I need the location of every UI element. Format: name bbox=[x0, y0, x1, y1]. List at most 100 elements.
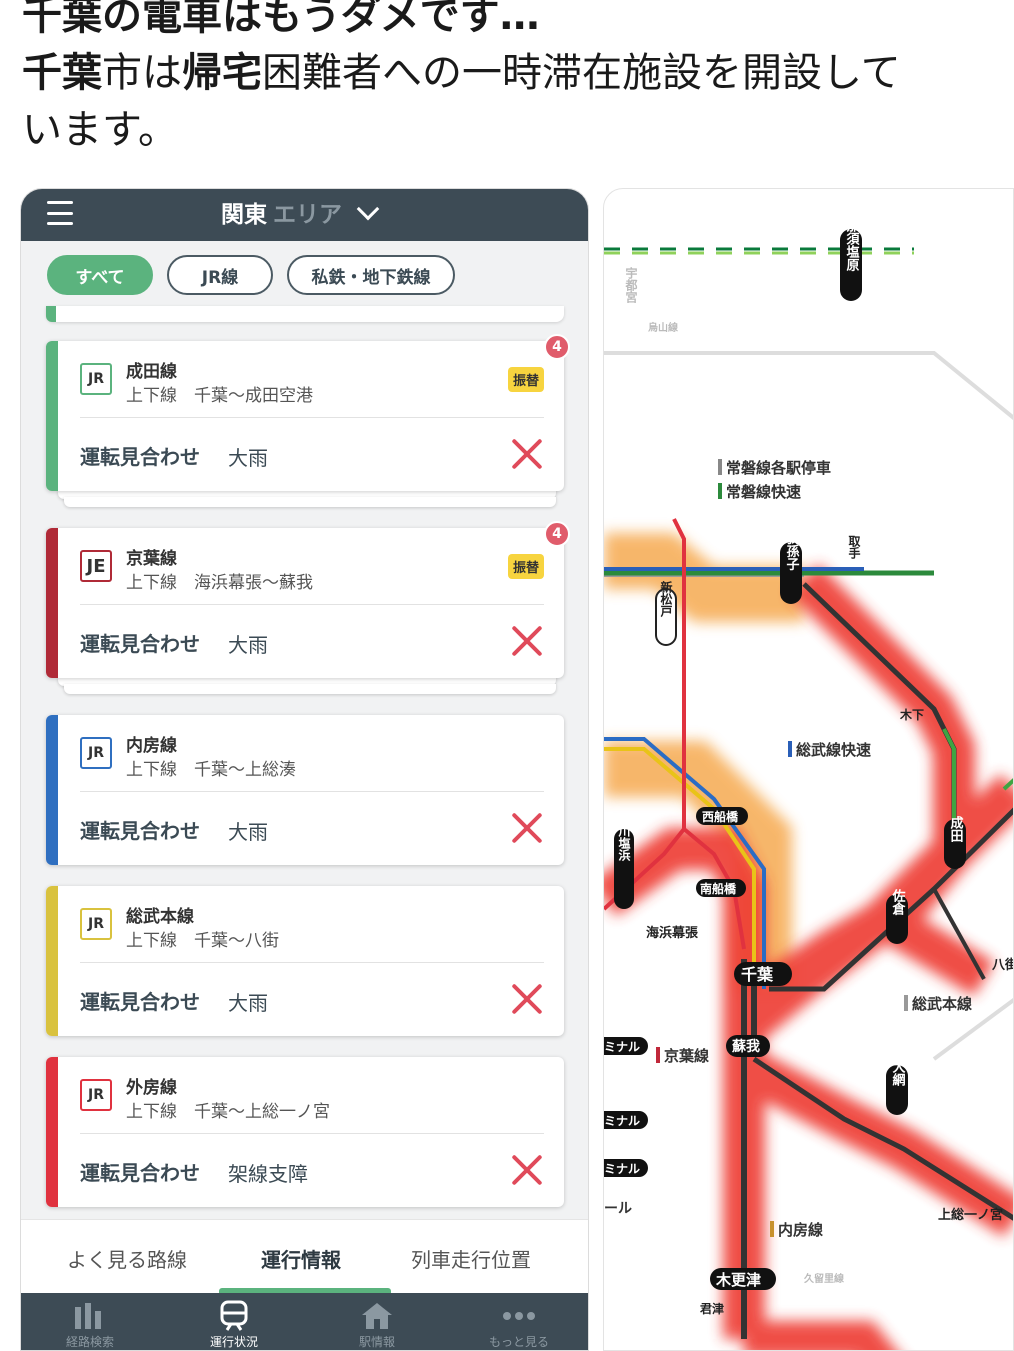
nav-station-info[interactable]: 駅情報 bbox=[322, 1299, 432, 1350]
tab-service-info[interactable]: 運行情報 bbox=[261, 1248, 341, 1272]
active-tab-indicator bbox=[219, 1288, 391, 1294]
line-card-narita[interactable]: JR 成田線 上下線 千葉〜成田空港 振替 運転見合わせ 大雨 bbox=[46, 341, 564, 511]
map-station-label: 上総一ノ宮 bbox=[938, 1207, 1003, 1223]
map-station-label: 海浜幕張 bbox=[646, 925, 699, 941]
filter-all[interactable]: すべて bbox=[47, 255, 153, 295]
map-line-label: 烏山線 bbox=[648, 321, 678, 334]
suspended-x-icon bbox=[510, 624, 544, 658]
previous-card-stub bbox=[46, 306, 564, 322]
line-card-uchibo[interactable]: JR 内房線 上下線 千葉〜上総湊 運転見合わせ 大雨 bbox=[46, 715, 564, 865]
map-station-label: 南船橋 bbox=[700, 881, 737, 896]
jr-logo-icon: JR bbox=[80, 908, 112, 940]
tab-favorites[interactable]: よく見る路線 bbox=[67, 1248, 187, 1272]
nav-service-status[interactable]: 運行状況 bbox=[179, 1299, 289, 1350]
reason-text: 大雨 bbox=[228, 820, 268, 844]
map-line-label: 常磐線各駅停車 bbox=[726, 459, 831, 477]
app-header: 関東 エリア bbox=[21, 189, 588, 241]
tweet-line-2d: 困難者への一時滞在施設を開設して bbox=[262, 50, 901, 96]
line-card-sobu[interactable]: JR 総武本線 上下線 千葉〜八街 運転見合わせ 大雨 bbox=[46, 886, 564, 1036]
map-station-label: 蘇我 bbox=[731, 1038, 760, 1055]
nav-label: 運行状況 bbox=[209, 1335, 258, 1349]
reason-text: 大雨 bbox=[228, 991, 268, 1015]
line-color-bar bbox=[46, 886, 58, 1036]
suspended-x-icon bbox=[510, 982, 544, 1016]
line-card[interactable]: JR 総武本線 上下線 千葉〜八街 運転見合わせ 大雨 bbox=[46, 886, 564, 1036]
tweet-line-1: 千葉の電車はもうダメです… bbox=[22, 0, 540, 39]
tweet-line-2a: 千葉 bbox=[22, 50, 102, 96]
line-color-bar bbox=[46, 528, 58, 678]
map-station-label: 西船橋 bbox=[702, 809, 739, 824]
line-card[interactable]: JR 内房線 上下線 千葉〜上総湊 運転見合わせ 大雨 bbox=[46, 715, 564, 865]
notification-badge: 4 bbox=[544, 521, 570, 547]
filter-chips: すべて JR線 私鉄・地下鉄線 bbox=[47, 255, 455, 295]
tweet-text: 千葉の電車はもうダメです… 千葉市は帰宅困難者への一時滞在施設を開設して います… bbox=[22, 0, 1002, 159]
map-line-label: 久留里線 bbox=[803, 1272, 844, 1285]
map-station-label: 新松戸 bbox=[659, 580, 673, 618]
map-station-label: 君津 bbox=[699, 1301, 724, 1316]
map-station-fragment: ミナル bbox=[604, 1040, 640, 1054]
app-screenshot: 関東 エリア すべて JR線 私鉄・地下鉄線 JR 成田線 上下線 千葉〜成田空… bbox=[20, 188, 589, 1351]
menu-icon[interactable] bbox=[47, 201, 73, 225]
line-card[interactable]: JE 京葉線 上下線 海浜幕張〜蘇我 振替 運転見合わせ 大雨 bbox=[46, 528, 564, 678]
map-station-label: 木下 bbox=[899, 707, 924, 722]
nav-route-search[interactable]: 経路検索 bbox=[35, 1299, 145, 1350]
line-range: 上下線 海浜幕張〜蘇我 bbox=[126, 573, 313, 593]
jr-logo-icon: JR bbox=[80, 1079, 112, 1111]
line-name: 京葉線 bbox=[126, 549, 177, 569]
line-card-sotobo[interactable]: JR 外房線 上下線 千葉〜上総一ノ宮 運転見合わせ 架線支障 bbox=[46, 1057, 564, 1207]
status-text: 運転見合わせ bbox=[80, 990, 200, 1014]
status-text: 運転見合わせ bbox=[80, 1161, 200, 1185]
line-range: 上下線 千葉〜成田空港 bbox=[126, 386, 313, 406]
jr-logo-icon: JR bbox=[80, 363, 112, 395]
more-dots-icon bbox=[464, 1299, 574, 1333]
map-line-label: 常磐線快速 bbox=[726, 483, 801, 501]
area-sub: エリア bbox=[273, 202, 342, 228]
route-map: 那須塩原 我孫子 西船橋 市川塩浜 南船橋 千葉 成田 佐倉 蘇我 大網 木更津… bbox=[603, 188, 1014, 1351]
line-name: 外房線 bbox=[126, 1078, 177, 1098]
status-text: 運転見合わせ bbox=[80, 445, 200, 469]
reason-text: 大雨 bbox=[228, 446, 268, 470]
map-station-label: 我孫子 bbox=[784, 531, 800, 572]
map-line-label: 内房線 bbox=[778, 1221, 823, 1239]
line-range: 上下線 千葉〜八街 bbox=[126, 931, 279, 951]
map-line-label: 京葉線 bbox=[664, 1047, 709, 1065]
divider bbox=[80, 604, 544, 605]
map-station-label: 成田 bbox=[948, 815, 964, 843]
reason-text: 大雨 bbox=[228, 633, 268, 657]
map-station-label: 千葉 bbox=[741, 965, 774, 984]
divider bbox=[80, 417, 544, 418]
divider bbox=[80, 962, 544, 963]
nav-more[interactable]: もっと見る bbox=[464, 1299, 574, 1350]
bottom-navigation: 経路検索 運行状況 駅情報 もっと見る bbox=[21, 1293, 588, 1350]
line-card[interactable]: JR 成田線 上下線 千葉〜成田空港 振替 運転見合わせ 大雨 bbox=[46, 341, 564, 491]
nav-label: 駅情報 bbox=[358, 1335, 395, 1349]
filter-jr[interactable]: JR線 bbox=[167, 255, 273, 295]
notification-badge: 4 bbox=[544, 334, 570, 360]
transfer-badge: 振替 bbox=[507, 554, 544, 579]
transfer-badge: 振替 bbox=[507, 367, 544, 392]
map-station-fragment: ミナル bbox=[604, 1114, 640, 1128]
route-map-graphic: 那須塩原 我孫子 西船橋 市川塩浜 南船橋 千葉 成田 佐倉 蘇我 大網 木更津… bbox=[604, 219, 1014, 1350]
content-tabs: よく見る路線 運行情報 列車走行位置 bbox=[21, 1219, 588, 1294]
suspended-x-icon bbox=[510, 1153, 544, 1187]
map-line-label: 総武線快速 bbox=[796, 741, 871, 759]
nav-label: もっと見る bbox=[488, 1335, 549, 1349]
line-card-keiyo[interactable]: JE 京葉線 上下線 海浜幕張〜蘇我 振替 運転見合わせ 大雨 bbox=[46, 528, 564, 698]
nav-label: 経路検索 bbox=[65, 1335, 114, 1349]
line-name: 内房線 bbox=[126, 736, 177, 756]
line-range: 上下線 千葉〜上総一ノ宮 bbox=[126, 1102, 330, 1122]
map-station-label: 佐倉 bbox=[890, 888, 907, 916]
map-station-label: 八街 bbox=[991, 957, 1014, 973]
line-color-bar bbox=[46, 1057, 58, 1207]
area-selector[interactable]: 関東 エリア bbox=[221, 195, 380, 229]
jr-logo-icon: JR bbox=[80, 737, 112, 769]
map-station-label: 木更津 bbox=[715, 1271, 761, 1289]
line-card[interactable]: JR 外房線 上下線 千葉〜上総一ノ宮 運転見合わせ 架線支障 bbox=[46, 1057, 564, 1207]
map-station-label: 取手 bbox=[847, 535, 861, 560]
tab-train-position[interactable]: 列車走行位置 bbox=[411, 1248, 531, 1272]
line-range: 上下線 千葉〜上総湊 bbox=[126, 760, 296, 780]
suspended-x-icon bbox=[510, 811, 544, 845]
filter-private[interactable]: 私鉄・地下鉄線 bbox=[287, 255, 455, 295]
divider bbox=[80, 1133, 544, 1134]
map-station-label: 市川塩浜 bbox=[617, 812, 631, 862]
